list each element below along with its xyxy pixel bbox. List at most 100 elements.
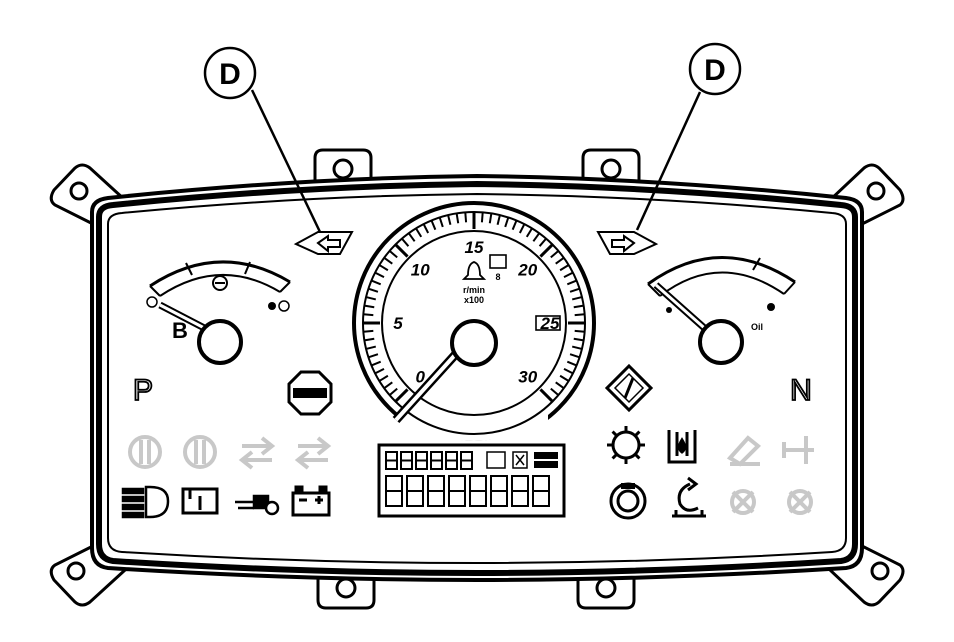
tach-tick <box>447 214 452 226</box>
battery-icon <box>291 485 331 517</box>
tool-icon <box>782 436 814 464</box>
tach-tick <box>407 232 416 242</box>
lcd-hourglass-icon <box>512 451 528 469</box>
callout-right: D <box>635 42 742 231</box>
glow-ray <box>634 430 641 437</box>
tachometer-ticks <box>363 212 585 403</box>
pto-icon-top <box>489 254 507 269</box>
glow-ray <box>611 430 618 437</box>
callout-right-label: D <box>704 54 726 87</box>
lcd-display <box>377 443 566 518</box>
tach-tick <box>415 227 423 238</box>
callout-left-label: D <box>219 58 241 91</box>
coolant-icon <box>672 476 706 518</box>
tach-tick <box>571 296 583 301</box>
tach-tick <box>438 217 444 228</box>
pto-engaged-icon <box>181 487 219 515</box>
tach-tick <box>525 227 533 238</box>
tach-tick <box>496 214 501 226</box>
pto-digit: 8 <box>495 272 500 282</box>
master-warning-icon <box>604 363 654 413</box>
left-gauge-symbol: B <box>172 318 188 343</box>
tach-tick <box>518 223 526 234</box>
headlight-icon <box>121 485 170 519</box>
park-indicator: P <box>133 374 153 407</box>
hydraulic-icon <box>235 494 280 516</box>
tach-tick <box>388 250 398 259</box>
tach-tick <box>374 367 385 375</box>
tach-tick <box>365 345 377 350</box>
tach-tick <box>394 243 409 258</box>
tach-tick <box>383 381 393 390</box>
diff-lock-rear-icon <box>294 436 332 470</box>
tach-tick <box>464 212 468 223</box>
brake-left-icon <box>128 435 162 469</box>
pto-icon-right <box>535 315 561 331</box>
tach-tick <box>488 213 493 224</box>
tach-tick <box>555 256 565 265</box>
tach-tick <box>504 217 510 228</box>
engine-hours-icon <box>461 261 487 280</box>
tach-label-15: 15 <box>465 238 484 257</box>
glow-plug-icon <box>607 426 645 464</box>
lcd-top-row <box>385 451 473 470</box>
tach-tick <box>569 353 580 359</box>
tach-tick <box>378 374 389 382</box>
tach-tick <box>566 279 577 286</box>
right-gauge: Oil <box>647 256 796 365</box>
tach-tick <box>574 329 585 333</box>
faded-gear-icon-2 <box>787 489 813 515</box>
lcd-unit-top <box>534 452 558 459</box>
tach-tick <box>388 387 398 396</box>
tach-tick <box>374 271 385 279</box>
tach-tick <box>566 360 577 367</box>
tach-tick <box>363 329 374 333</box>
callout-left: D <box>203 46 322 233</box>
tach-tick <box>563 271 574 279</box>
right-turn-signal-icon <box>596 231 659 255</box>
tach-unit-x100: x100 <box>464 295 484 305</box>
tach-tick <box>363 313 374 317</box>
brake-right-icon <box>183 435 217 469</box>
tach-label-0: 0 <box>416 368 426 387</box>
lcd-unit-bottom <box>534 461 558 468</box>
tach-tick <box>371 279 382 286</box>
tach-label-30: 30 <box>518 368 537 387</box>
tach-unit-rpm: r/min <box>463 285 485 295</box>
tach-tick <box>574 313 585 317</box>
tach-tick <box>480 212 484 223</box>
tach-tick <box>378 264 389 272</box>
left-gauge: B <box>146 260 291 365</box>
tach-tick <box>422 223 430 234</box>
tach-tick <box>394 388 409 403</box>
right-gauge-symbol: Oil <box>751 322 763 332</box>
glow-ray <box>611 453 618 460</box>
tach-tick <box>550 387 560 396</box>
tach-tick <box>563 367 574 375</box>
lcd-bottom-row <box>385 475 550 507</box>
lcd-pto-icon <box>486 451 506 469</box>
tach-tick <box>532 232 541 242</box>
stop-warning-icon <box>287 370 333 416</box>
air-filter-icon <box>609 482 647 520</box>
neutral-indicator: N <box>790 374 812 407</box>
tach-tick <box>511 220 518 231</box>
tach-tick <box>539 243 554 258</box>
seat-switch-icon <box>726 435 761 467</box>
tach-tick <box>455 213 460 224</box>
tach-tick <box>550 250 560 259</box>
tach-tick <box>430 220 437 231</box>
tach-tick <box>364 337 375 342</box>
faded-gear-icon-1 <box>730 489 756 515</box>
tach-tick <box>364 304 375 309</box>
tach-tick <box>559 264 570 272</box>
tach-label-25: 25 <box>540 314 560 333</box>
tach-tick <box>573 337 584 342</box>
tach-label-20: 20 <box>517 260 537 279</box>
tach-tick <box>539 388 554 403</box>
tach-tick <box>569 287 580 293</box>
tach-tick <box>401 237 410 247</box>
tach-tick <box>371 360 382 367</box>
